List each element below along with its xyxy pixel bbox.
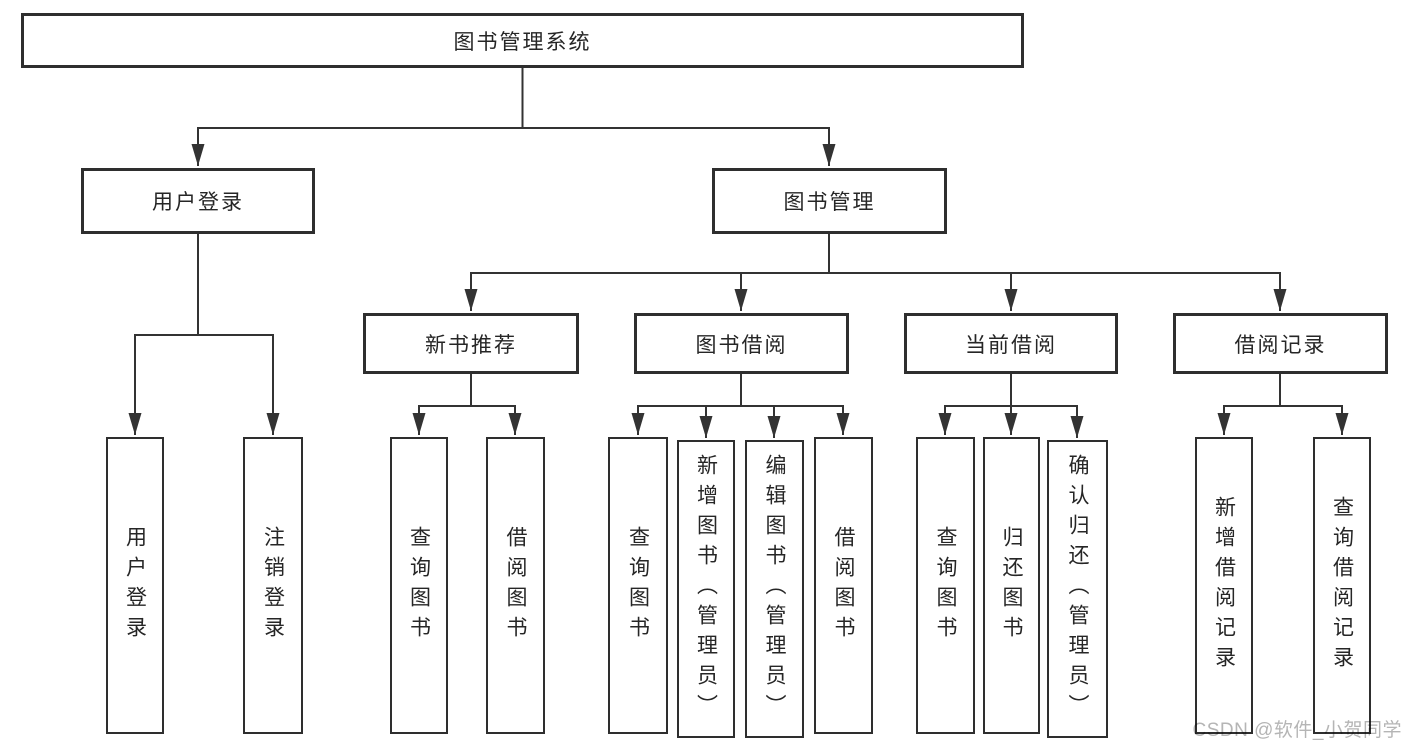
leaf-query-books-borrow-label: 查询图书 [626, 525, 650, 646]
leaf-add-borrow-record-label: 新增借阅记录 [1212, 495, 1236, 676]
node-current-borrow-label: 当前借阅 [965, 333, 1057, 357]
leaf-add-book-admin: 新增图书（管理员） [677, 440, 735, 738]
leaf-edit-book-admin-label: 编辑图书（管理员） [763, 454, 786, 724]
leaf-query-books-current: 查询图书 [916, 437, 975, 734]
leaf-borrow-books-recommend: 借阅图书 [486, 437, 545, 734]
node-book-management: 图书管理 [712, 168, 947, 234]
leaf-add-borrow-record: 新增借阅记录 [1195, 437, 1253, 734]
node-root: 图书管理系统 [21, 13, 1024, 68]
leaf-query-borrow-record: 查询借阅记录 [1313, 437, 1371, 734]
leaf-logout-label: 注销登录 [261, 525, 285, 646]
node-current-borrow: 当前借阅 [904, 313, 1118, 374]
leaf-user-login-label: 用户登录 [123, 525, 147, 646]
leaf-query-books-borrow: 查询图书 [608, 437, 668, 734]
node-book-borrow-label: 图书借阅 [695, 333, 788, 357]
node-root-label: 图书管理系统 [453, 30, 592, 54]
leaf-query-books-recommend: 查询图书 [390, 437, 448, 734]
leaf-borrow-books-recommend-label: 借阅图书 [504, 525, 527, 646]
leaf-edit-book-admin: 编辑图书（管理员） [745, 440, 804, 738]
node-user-login: 用户登录 [81, 168, 315, 234]
leaf-return-book-label: 归还图书 [1000, 525, 1023, 646]
leaf-add-book-admin-label: 新增图书（管理员） [694, 454, 718, 724]
leaf-borrow-books-label: 借阅图书 [832, 525, 855, 646]
node-borrow-records: 借阅记录 [1173, 313, 1388, 374]
leaf-return-book: 归还图书 [983, 437, 1040, 734]
leaf-query-borrow-record-label: 查询借阅记录 [1330, 495, 1354, 676]
node-new-book-recommend-label: 新书推荐 [425, 333, 517, 357]
leaf-logout: 注销登录 [243, 437, 303, 734]
node-book-borrow: 图书借阅 [634, 313, 849, 374]
leaf-borrow-books: 借阅图书 [814, 437, 873, 734]
leaf-query-books-recommend-label: 查询图书 [407, 525, 431, 646]
watermark: CSDN @软件_小贺同学 [1192, 720, 1402, 741]
leaf-query-books-current-label: 查询图书 [934, 525, 957, 646]
leaf-user-login: 用户登录 [106, 437, 164, 734]
node-user-login-label: 用户登录 [152, 191, 244, 214]
node-borrow-records-label: 借阅记录 [1234, 333, 1327, 357]
node-new-book-recommend: 新书推荐 [363, 313, 579, 374]
node-book-management-label: 图书管理 [783, 191, 876, 214]
leaf-confirm-return-admin-label: 确认归还（管理员） [1066, 454, 1089, 724]
leaf-confirm-return-admin: 确认归还（管理员） [1047, 440, 1108, 738]
